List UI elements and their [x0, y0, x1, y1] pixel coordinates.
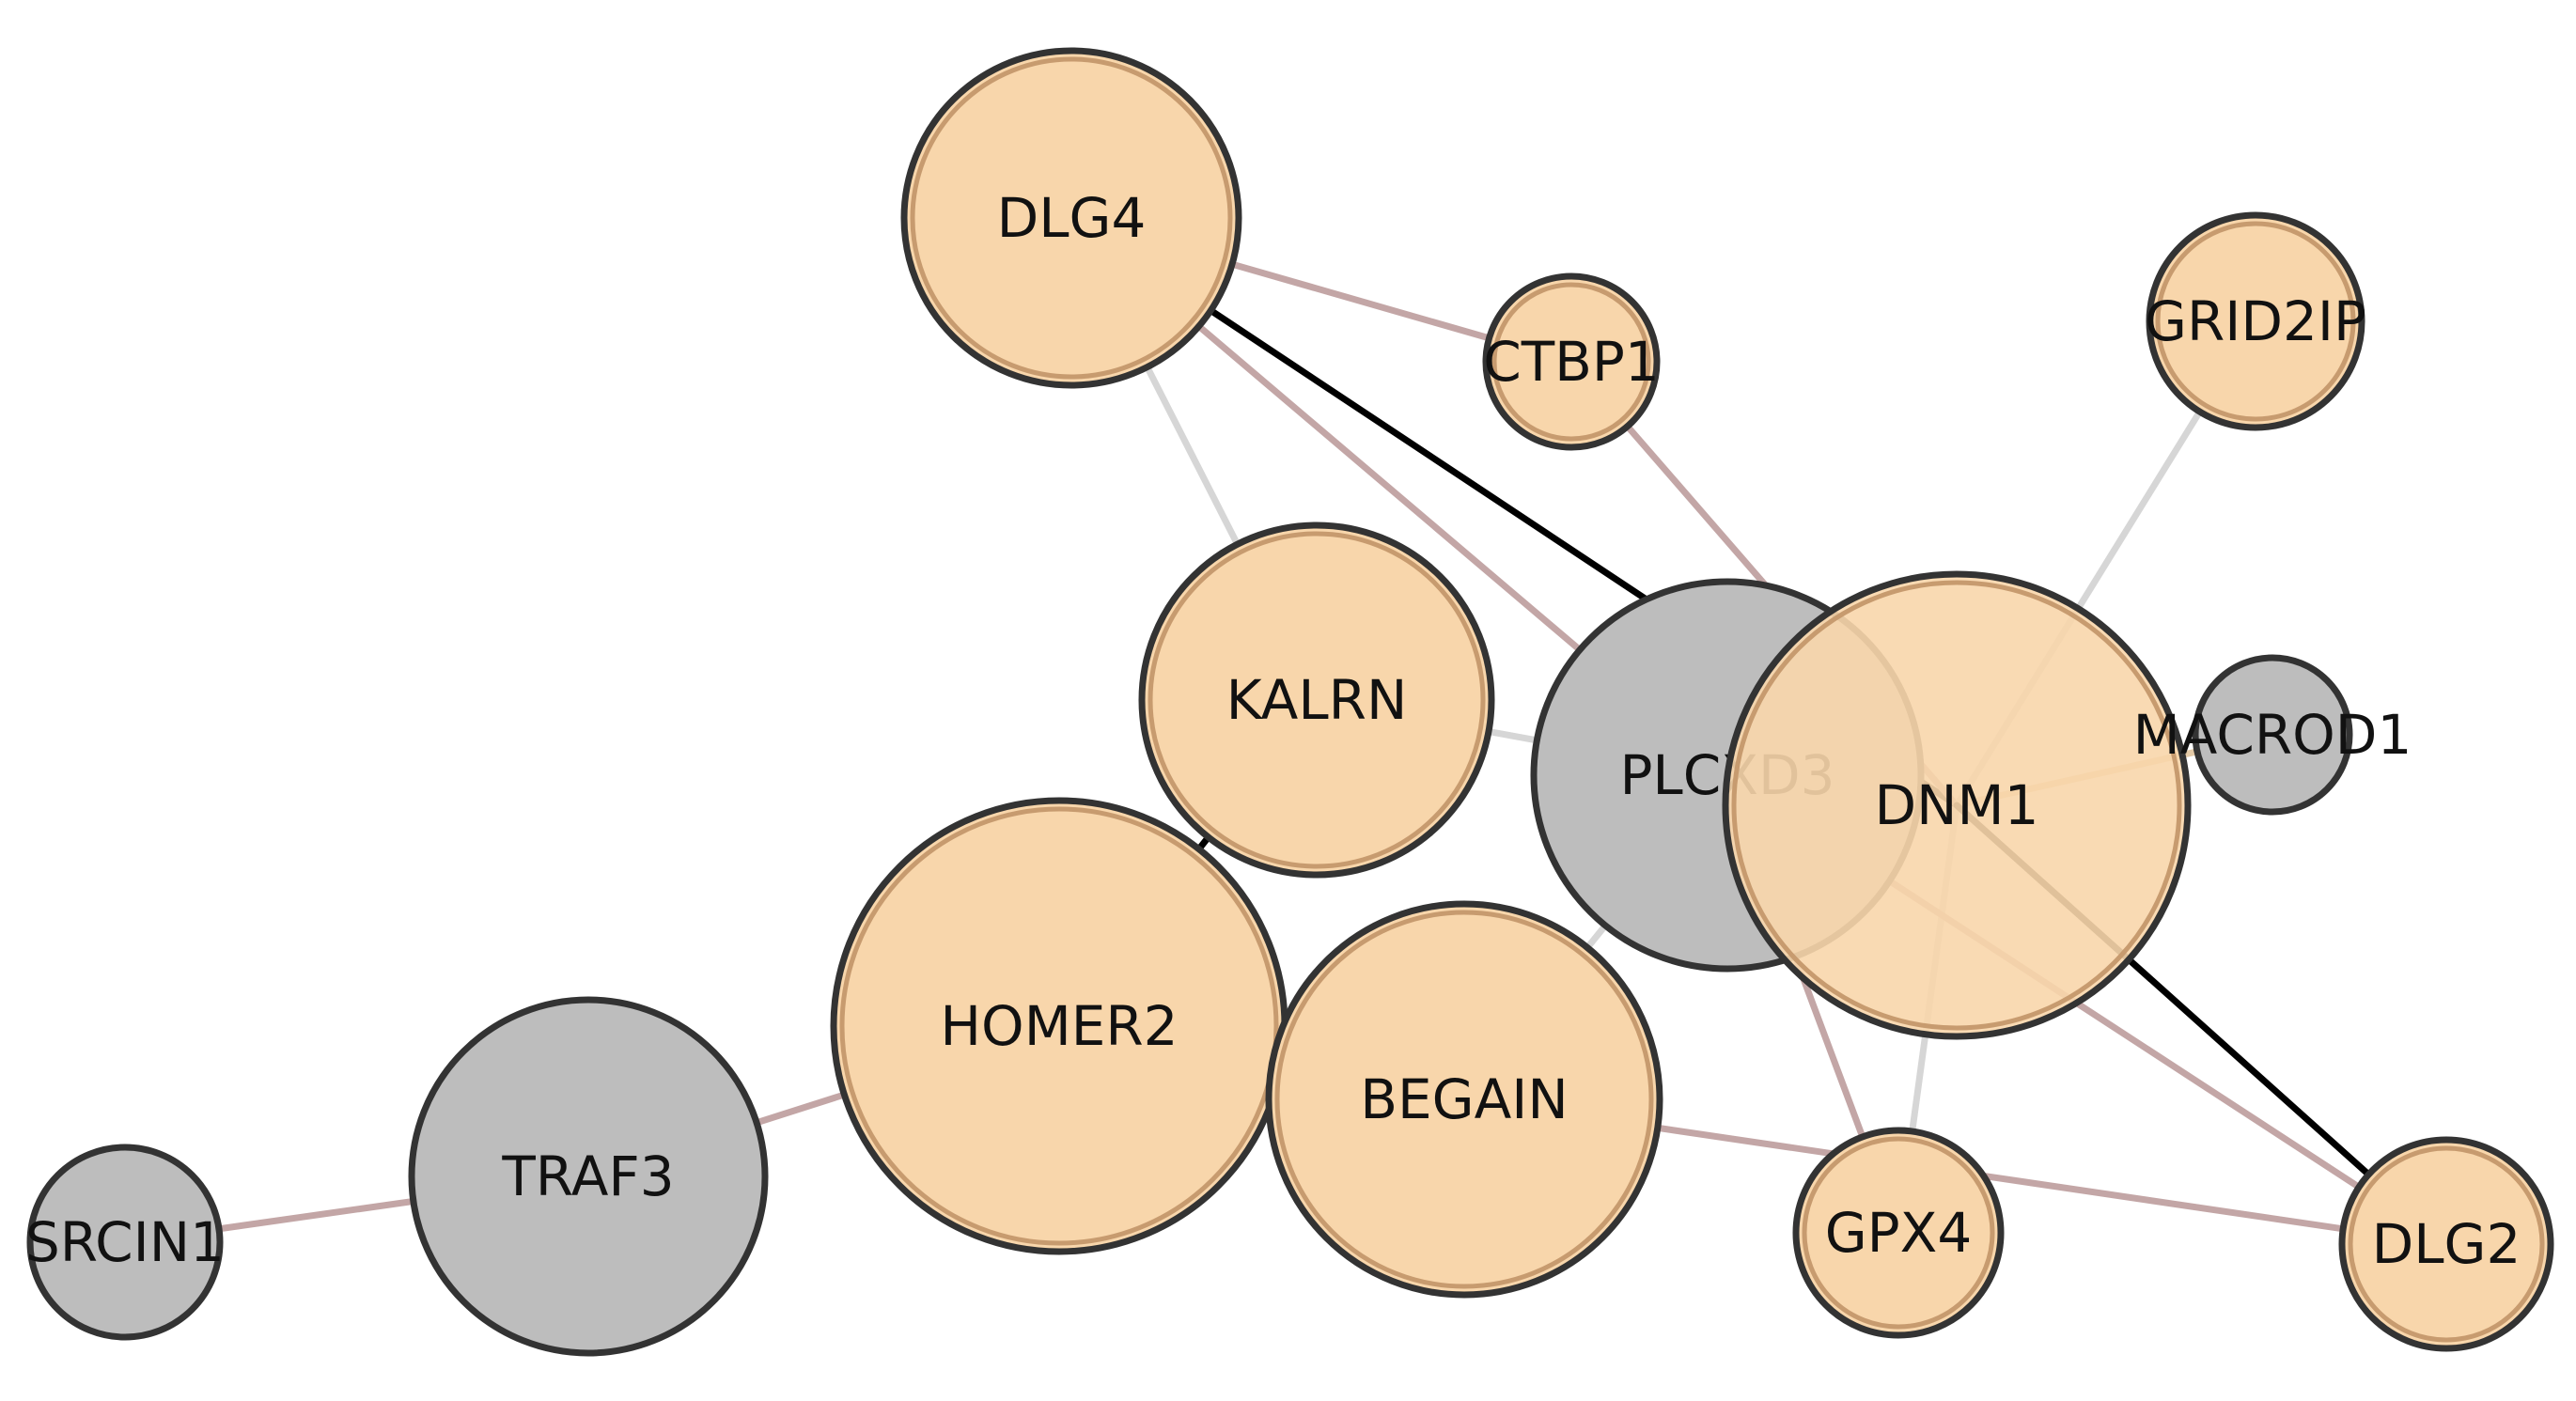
node-inner-ring: [1491, 282, 1651, 442]
node-kalrn[interactable]: KALRN: [1138, 521, 1495, 879]
node-label: TRAF3: [501, 1144, 674, 1208]
node-inner-ring: [1147, 531, 1486, 869]
node-begain[interactable]: BEGAIN: [1265, 900, 1663, 1299]
node-label: MACROD1: [2133, 703, 2412, 767]
node-circle: [1265, 900, 1663, 1299]
node-label: CTBP1: [1483, 330, 1660, 394]
node-circle: [1722, 570, 2192, 1040]
node-label: SRCIN1: [25, 1210, 225, 1274]
node-dlg4[interactable]: DLG4: [900, 47, 1242, 389]
node-gpx4[interactable]: GPX4: [1792, 1127, 2005, 1339]
node-label: GRID2IP: [2145, 289, 2366, 353]
node-circle: [1482, 272, 1661, 451]
node-inner-ring: [910, 56, 1233, 380]
node-inner-ring: [839, 806, 1279, 1246]
node-label: KALRN: [1226, 668, 1408, 732]
node-label: DLG4: [997, 186, 1147, 250]
node-circle: [26, 1144, 224, 1341]
node-grid2ip[interactable]: GRID2IP: [2145, 211, 2366, 431]
node-circle: [1138, 521, 1495, 879]
node-circle: [2338, 1136, 2554, 1352]
node-inner-ring: [2348, 1145, 2545, 1343]
node-inner-ring: [2155, 221, 2356, 422]
node-inner-ring: [1731, 580, 2182, 1031]
node-circle: [2146, 211, 2365, 431]
node-srcin1[interactable]: SRCIN1: [25, 1144, 225, 1341]
node-label: BEGAIN: [1360, 1067, 1569, 1131]
node-dlg2[interactable]: DLG2: [2338, 1136, 2554, 1352]
node-circle: [900, 47, 1242, 389]
node-label: GPX4: [1825, 1201, 1973, 1265]
node-layer: DLG4CTBP1GRID2IPKALRNPLCXD3DNM1MACROD1HO…: [25, 47, 2554, 1357]
node-inner-ring: [1802, 1136, 1995, 1330]
node-macrod1[interactable]: MACROD1: [2133, 654, 2412, 816]
node-traf3[interactable]: TRAF3: [408, 996, 769, 1357]
node-label: DNM1: [1875, 773, 2039, 837]
node-label: HOMER2: [940, 994, 1178, 1058]
node-homer2[interactable]: HOMER2: [830, 797, 1288, 1255]
node-dnm1[interactable]: DNM1: [1722, 570, 2192, 1040]
node-inner-ring: [1274, 910, 1654, 1289]
node-ctbp1[interactable]: CTBP1: [1482, 272, 1661, 451]
node-circle: [1792, 1127, 2005, 1339]
node-label: DLG2: [2372, 1212, 2521, 1276]
node-circle: [2192, 654, 2353, 816]
node-circle: [408, 996, 769, 1357]
